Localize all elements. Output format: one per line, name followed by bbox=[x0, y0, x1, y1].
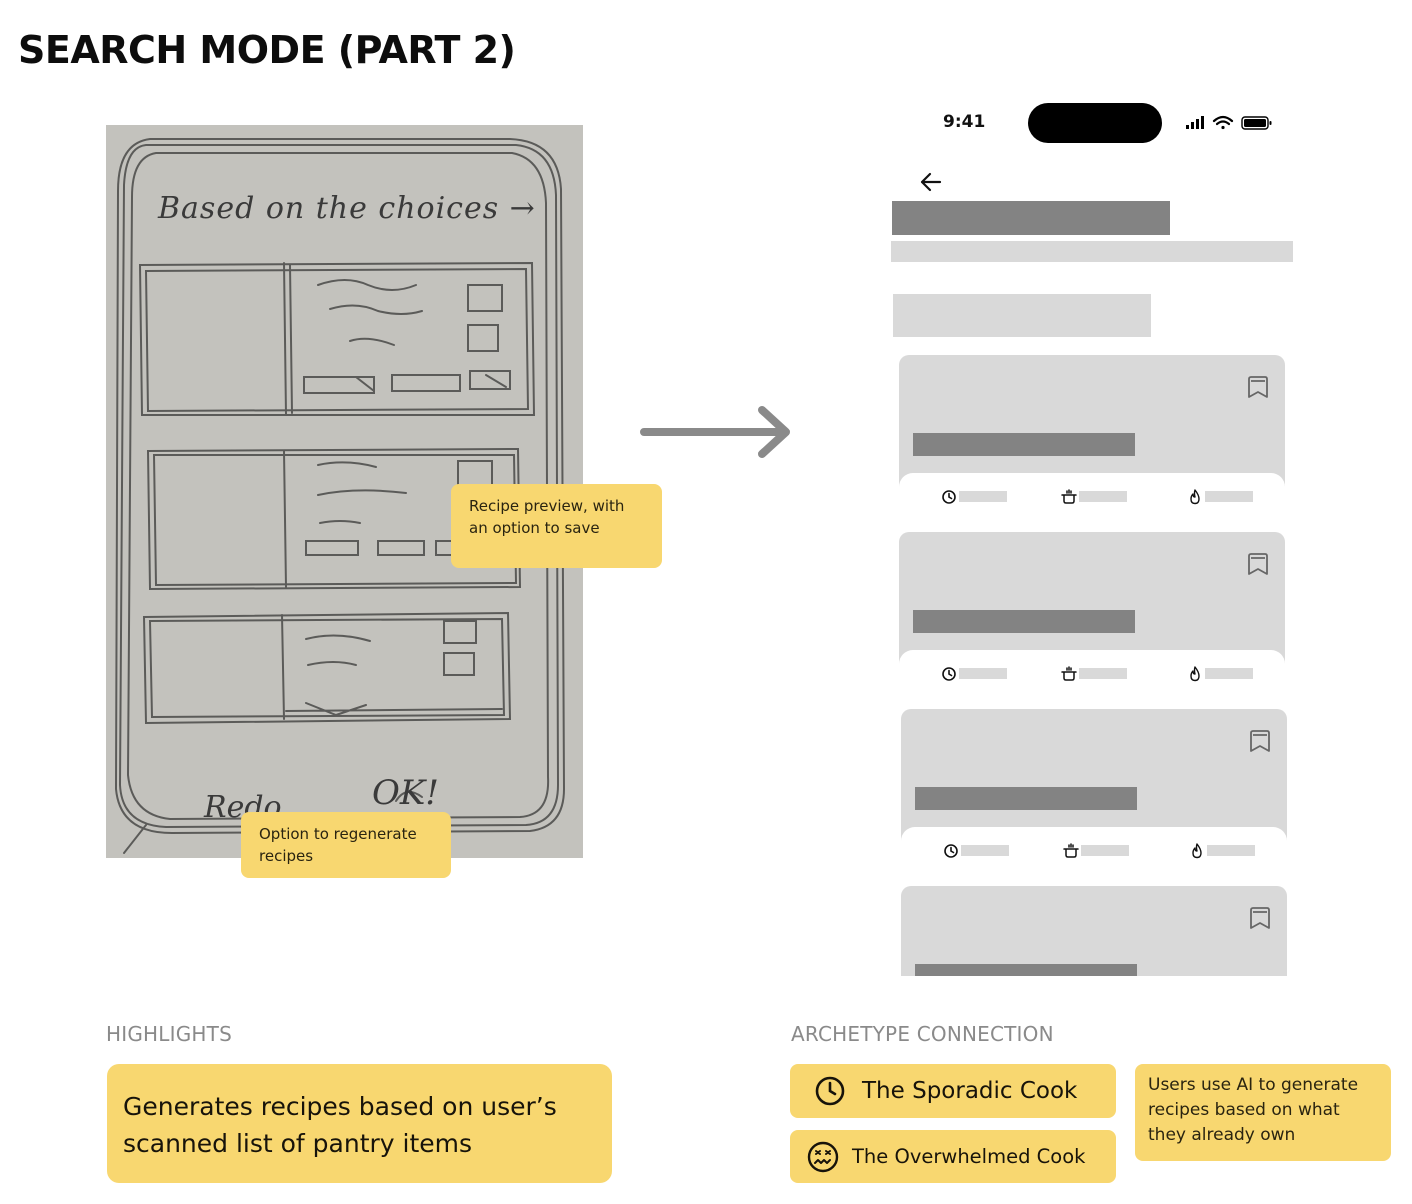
calories-placeholder bbox=[1205, 668, 1253, 679]
calories-placeholder bbox=[1205, 491, 1253, 502]
status-time: 9:41 bbox=[943, 112, 986, 132]
clock-icon bbox=[815, 1076, 845, 1106]
highlights-text: Generates recipes based on user’s scanne… bbox=[107, 1064, 612, 1183]
recipe-title-placeholder bbox=[913, 610, 1135, 633]
servings-placeholder bbox=[1081, 845, 1129, 856]
dynamic-island bbox=[1028, 103, 1162, 143]
page-subheading-placeholder bbox=[891, 241, 1293, 262]
cook-time-placeholder bbox=[961, 845, 1009, 856]
regenerate-annotation: Option to regenerate recipes bbox=[241, 812, 451, 878]
sketch-heading: Based on the choices → bbox=[158, 191, 536, 226]
recipe-card[interactable] bbox=[901, 886, 1287, 976]
archetype-sporadic-cook: The Sporadic Cook bbox=[790, 1064, 1116, 1118]
recipe-title-placeholder bbox=[915, 964, 1137, 976]
bookmark-icon[interactable] bbox=[1247, 552, 1269, 576]
servings-placeholder bbox=[1079, 668, 1127, 679]
pot-icon bbox=[1061, 489, 1077, 504]
recipe-meta-row bbox=[899, 650, 1285, 697]
status-icons bbox=[1186, 115, 1272, 130]
recipe-title-placeholder bbox=[915, 787, 1137, 810]
clock-icon bbox=[944, 844, 958, 858]
section-heading-placeholder bbox=[893, 294, 1151, 337]
recipe-meta-row bbox=[899, 473, 1285, 520]
bookmark-icon[interactable] bbox=[1249, 729, 1271, 753]
cook-time-placeholder bbox=[959, 668, 1007, 679]
recipe-card[interactable] bbox=[901, 709, 1287, 874]
cook-time-placeholder bbox=[959, 491, 1007, 502]
recipe-card[interactable] bbox=[899, 355, 1285, 520]
page-heading-placeholder bbox=[892, 201, 1170, 235]
overwhelmed-face-icon bbox=[807, 1141, 839, 1172]
clock-icon bbox=[942, 667, 956, 681]
back-arrow-icon[interactable] bbox=[918, 170, 944, 194]
pot-icon bbox=[1061, 666, 1077, 681]
recipe-preview-annotation: Recipe preview, with an option to save bbox=[451, 484, 662, 568]
sketch-drawing bbox=[114, 138, 566, 854]
flame-icon bbox=[1190, 489, 1200, 505]
flow-arrow-icon bbox=[640, 406, 790, 458]
flame-icon bbox=[1190, 666, 1200, 682]
battery-icon bbox=[1241, 116, 1272, 130]
recipe-meta-row bbox=[901, 827, 1287, 874]
clock-icon bbox=[942, 490, 956, 504]
recipe-card[interactable] bbox=[899, 532, 1285, 697]
calories-placeholder bbox=[1207, 845, 1255, 856]
servings-placeholder bbox=[1079, 491, 1127, 502]
sketch-ok-label: OK! bbox=[372, 773, 439, 813]
highlights-label: HIGHLIGHTS bbox=[106, 1022, 232, 1046]
wifi-icon bbox=[1212, 115, 1234, 130]
recipe-title-placeholder bbox=[913, 433, 1135, 456]
flame-icon bbox=[1192, 843, 1202, 859]
archetype-name: The Sporadic Cook bbox=[862, 1078, 1078, 1104]
archetype-overwhelmed-cook: The Overwhelmed Cook bbox=[790, 1130, 1116, 1183]
archetype-label: ARCHETYPE CONNECTION bbox=[791, 1022, 1054, 1046]
bookmark-icon[interactable] bbox=[1249, 906, 1271, 930]
signal-icon bbox=[1186, 116, 1204, 129]
bookmark-icon[interactable] bbox=[1247, 375, 1269, 399]
pot-icon bbox=[1063, 843, 1079, 858]
page-title: SEARCH MODE (PART 2) bbox=[18, 28, 516, 72]
archetype-note: Users use AI to generate recipes based o… bbox=[1135, 1064, 1391, 1161]
archetype-name: The Overwhelmed Cook bbox=[852, 1145, 1086, 1168]
